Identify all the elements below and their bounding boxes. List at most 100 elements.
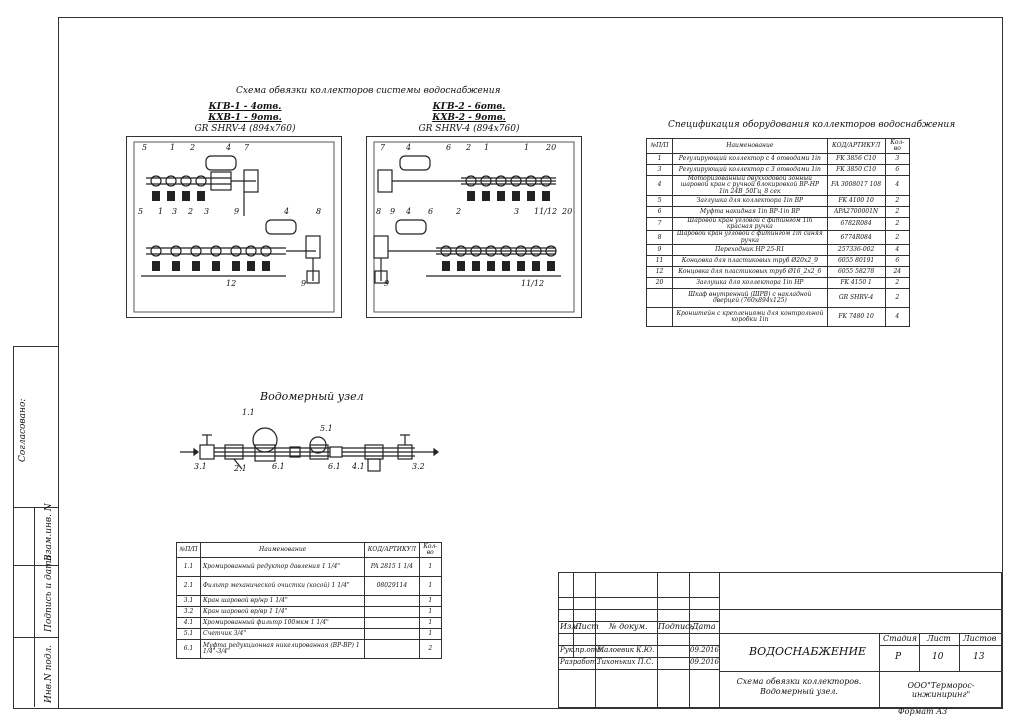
stamp-desc: Схема обвязки коллекторов. Водомерный уз… — [719, 677, 879, 697]
table-cell: 7 — [645, 216, 674, 232]
callout: 2 — [455, 207, 461, 216]
table-cell: 1.1 — [175, 557, 202, 577]
scheme-title: Схема обвязки коллекторов системы водосн… — [236, 86, 501, 96]
callout: 20 — [545, 143, 556, 152]
spec-title: Спецификация оборудования коллекторов во… — [668, 120, 956, 130]
meter-assembly-drawing: 1.1 5.1 3.1 2.1 6.1 6.1 4.1 3.2 — [180, 408, 439, 473]
table-cell: 4.1 — [175, 617, 202, 629]
table-cell: 2 — [884, 277, 911, 290]
left-group-header: КГВ-1 - 4отв. КХВ-1 - 9отв. GR SHRV-4 (8… — [190, 102, 300, 135]
table-cell: 6 — [884, 255, 911, 268]
table-cell: FK 7480 10 — [826, 307, 886, 328]
callout: 7 — [244, 143, 250, 152]
table-cell: 6055 80191 — [826, 255, 886, 268]
stamp-col-sign: Подпись — [658, 622, 695, 631]
table-cell: 3.1 — [175, 595, 202, 607]
callout: 5 — [142, 143, 147, 152]
table-cell: Фильтр механической очистки (косой) 1 1/… — [200, 576, 366, 596]
table-cell: 1 — [645, 153, 674, 165]
table-cell: APA2700001N — [826, 205, 886, 218]
table-cell: 2 — [884, 194, 911, 207]
table-cell: FK 4100 10 — [826, 194, 886, 207]
callout: 11/12 — [534, 207, 557, 216]
table-cell — [364, 639, 420, 659]
table-cell — [645, 307, 674, 328]
table-cell: Регулирующий коллектор с 4 отводами 1in — [672, 153, 828, 165]
stamp-sheet: 10 — [932, 652, 944, 662]
stamp-col-date: Дата — [692, 622, 716, 631]
stamp-desc-line2: Водомерный узел. — [760, 687, 838, 696]
left-group-line2: КХВ-1 - 9отв. — [208, 113, 282, 123]
table-cell: 1 — [418, 557, 442, 577]
table-cell: 3.2 — [175, 606, 202, 618]
stamp-stage: Р — [895, 652, 902, 662]
callout: 5.1 — [320, 424, 333, 433]
callout: 9 — [384, 279, 389, 288]
table-cell — [364, 606, 420, 618]
callout: 9 — [301, 279, 306, 288]
table-cell: 3 — [645, 164, 674, 176]
stamp-sheet-label: Лист — [927, 634, 951, 643]
table-cell: 4 — [884, 175, 911, 196]
stamp-sheets: 13 — [973, 652, 985, 662]
table-cell: 2 — [884, 230, 911, 246]
stamp-role-1: Рук.пр.отд. — [560, 646, 604, 654]
callout: 2 — [187, 207, 193, 216]
callout: 2 — [465, 143, 471, 152]
table-cell: Шаровой кран угловой с фитингом 1in крас… — [672, 216, 828, 232]
table-cell: 6 — [645, 205, 674, 218]
table-cell: 12 — [645, 266, 674, 279]
table-cell: 2 — [884, 288, 911, 309]
table-cell: Переходник НР 25-R1 — [672, 244, 828, 257]
table-header-cell: Наименование — [672, 138, 828, 154]
callout: 2 — [189, 143, 195, 152]
table-cell: 2 — [884, 216, 911, 232]
table-cell: Заглушка для коллектора 1in ВР — [672, 194, 828, 207]
table-cell: 6055 58278 — [826, 266, 886, 279]
table-cell: 2.1 — [175, 576, 202, 596]
table-header-cell: Кол-во — [418, 542, 442, 558]
callout: 2.1 — [233, 464, 247, 473]
table-cell: 5.1 — [175, 628, 202, 640]
table-cell — [364, 617, 420, 629]
table-cell: 9 — [645, 244, 674, 257]
table-cell: Концовка для пластиковых труб Ø20х2_9 — [672, 255, 828, 268]
table-cell: Шаровой кран угловой с фитингом 1in синя… — [672, 230, 828, 246]
table-header-cell: КОД/АРТИКУЛ — [826, 138, 886, 154]
table-cell: Концовка для пластиковых труб Ø16_2х2_6 — [672, 266, 828, 279]
side-label-sign-date: Подпись и дата — [44, 555, 54, 632]
table-cell: 1 — [418, 576, 442, 596]
stamp-date-2: 09.2016 — [690, 658, 719, 666]
callout: 8 — [376, 207, 381, 216]
stamp-company: ООО"Терморос-инжиниринг" — [907, 681, 975, 699]
callout: 9 — [390, 207, 395, 216]
table-cell: Кран шаровой вр/вр 1 1/4" — [200, 606, 366, 618]
table-cell: Хромированный редуктор давления 1 1/4" — [200, 557, 366, 577]
callout: 6 — [446, 143, 451, 152]
callout: 3.1 — [194, 462, 207, 471]
callout: 1 — [484, 143, 489, 152]
table-cell: FK 3856 C10 — [826, 153, 886, 165]
right-group-cabinet: GR SHRV-4 (894x760) — [418, 124, 520, 134]
table-cell: 1 — [418, 595, 442, 607]
left-manifold-drawing: 5 1 2 4 7 5 1 3 2 3 9 4 8 12 9 — [126, 136, 342, 318]
table-header-cell: №П/П — [645, 138, 674, 154]
right-manifold-drawing: 7 4 6 2 1 1 20 8 9 4 6 2 3 11/12 20 11/1… — [366, 136, 582, 318]
format-label: Формат А3 — [898, 707, 948, 716]
callout: 8 — [316, 207, 321, 216]
callout: 4 — [405, 207, 411, 216]
side-label-inv-vzam: Взам.инв. N — [44, 503, 54, 561]
callout: 4 — [405, 143, 411, 152]
table-cell — [364, 595, 420, 607]
